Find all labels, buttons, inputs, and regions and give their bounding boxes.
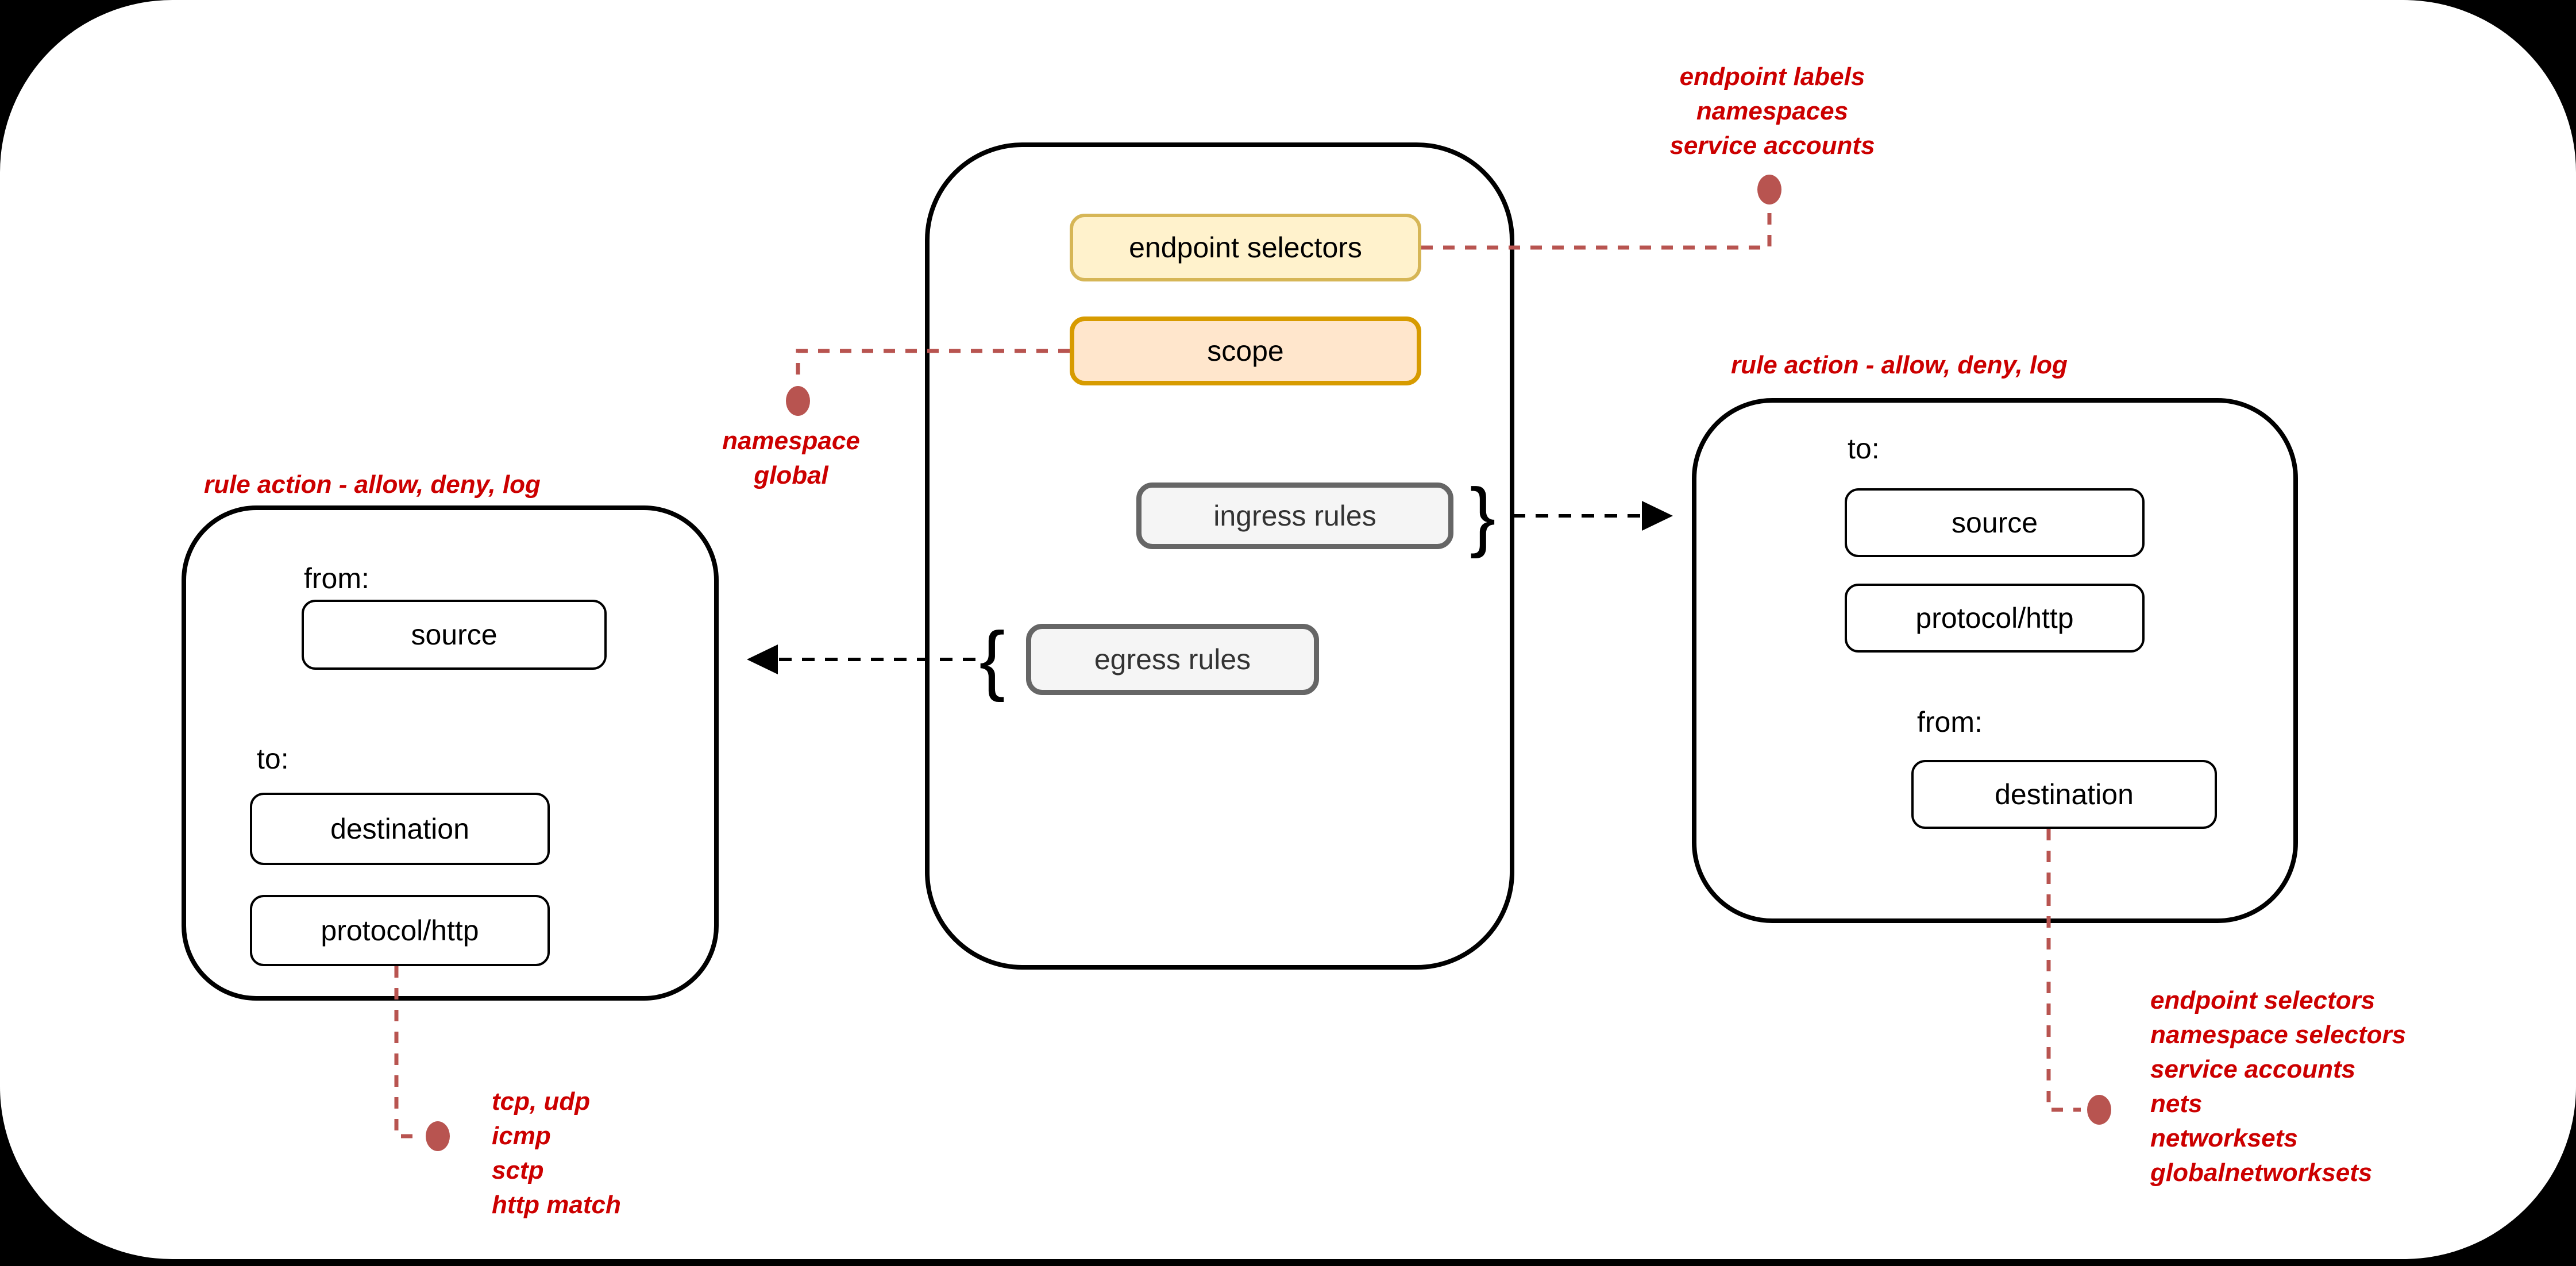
egress-source-label: source <box>411 619 498 651</box>
note-line: namespaces <box>1696 97 1849 125</box>
ingress-brace-glyph: } <box>1470 472 1496 559</box>
note-line: endpoint labels <box>1679 63 1865 91</box>
egress-from-label: from: <box>304 562 369 595</box>
egress-destination-node: destination <box>250 793 550 865</box>
egress-brace-glyph: { <box>979 616 1005 703</box>
ingress-rules-node: ingress rules <box>1136 483 1453 549</box>
ingress-source-node: source <box>1845 488 2145 557</box>
egress-protocol-node: protocol/http <box>250 895 550 966</box>
note-line: namespace <box>722 427 860 455</box>
note-line: sctp <box>492 1156 544 1184</box>
note-line: networksets <box>2150 1124 2298 1152</box>
note-line: service accounts <box>2150 1055 2356 1083</box>
ingress-source-label: source <box>1951 507 2038 539</box>
scope-node: scope <box>1070 317 1421 385</box>
ingress-from-label: from: <box>1917 706 1983 738</box>
endpoint-selectors-note: endpoint labels namespaces service accou… <box>1571 60 1973 163</box>
egress-rules-node: egress rules <box>1026 624 1319 695</box>
endpoint-selectors-node: endpoint selectors <box>1070 214 1421 281</box>
endpoint-selectors-label: endpoint selectors <box>1129 231 1362 264</box>
egress-destination-label: destination <box>330 813 469 845</box>
egress-rules-label: egress rules <box>1094 643 1251 676</box>
note-line: namespace selectors <box>2150 1021 2407 1049</box>
ingress-protocol-node: protocol/http <box>1845 584 2145 653</box>
ingress-protocol-label: protocol/http <box>1915 602 2074 634</box>
ingress-destination-node: destination <box>1911 760 2217 829</box>
egress-source-node: source <box>302 600 607 670</box>
note-line: nets <box>2150 1090 2203 1118</box>
ingress-to-label: to: <box>1848 433 1880 465</box>
note-line: service accounts <box>1669 132 1875 160</box>
protocol-note: tcp, udp icmp sctp http match <box>492 1084 621 1222</box>
ingress-destination-label: destination <box>1995 778 2134 810</box>
egress-rule-action-title: rule action - allow, deny, log <box>204 470 541 499</box>
note-line: globalnetworksets <box>2150 1159 2373 1187</box>
ingress-rules-label: ingress rules <box>1213 500 1376 532</box>
note-line: global <box>754 461 828 489</box>
note-line: endpoint selectors <box>2150 986 2376 1014</box>
egress-to-label: to: <box>257 743 289 775</box>
note-line: icmp <box>492 1122 551 1150</box>
note-line: tcp, udp <box>492 1087 591 1116</box>
note-line: http match <box>492 1191 621 1219</box>
destination-note: endpoint selectors namespace selectors s… <box>2150 983 2406 1190</box>
scope-note: namespace global <box>647 424 935 493</box>
scope-label: scope <box>1207 335 1284 367</box>
ingress-rule-action-title: rule action - allow, deny, log <box>1731 351 2068 379</box>
ingress-rule-box <box>1692 398 2298 923</box>
egress-protocol-label: protocol/http <box>321 914 479 947</box>
